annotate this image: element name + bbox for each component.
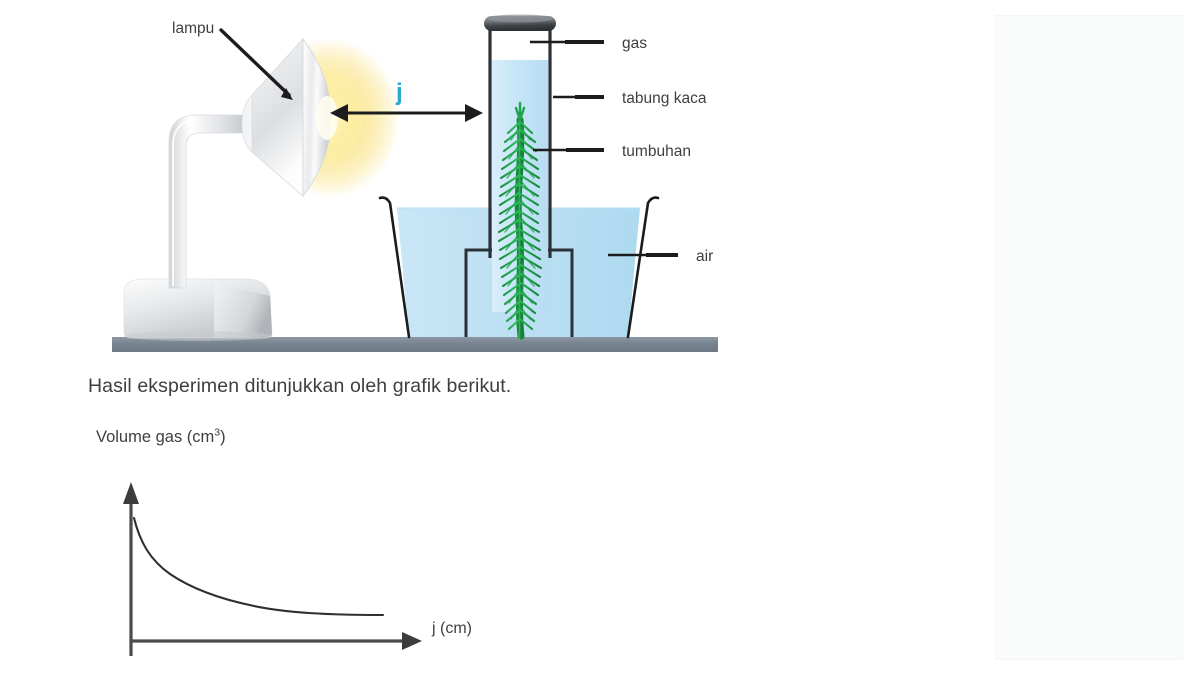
label-j-distance: j <box>395 79 403 106</box>
graph-curve <box>132 516 385 617</box>
experiment-caption: Hasil eksperimen ditunjukkan oleh grafik… <box>88 375 512 397</box>
lamp-arm <box>168 114 253 289</box>
experiment-diagram: lampu <box>0 0 800 365</box>
right-side-panel <box>995 15 1183 660</box>
label-tabung-kaca: tabung kaca <box>622 90 707 107</box>
graph-x-axis <box>131 632 422 650</box>
lamp-shade <box>241 37 338 198</box>
label-lampu: lampu <box>172 20 214 37</box>
graph-y-axis-label-main: Volume gas (cm <box>96 428 215 446</box>
graph-y-axis-label-tail: ) <box>220 428 226 446</box>
lampu-leader <box>219 28 293 100</box>
lamp-base <box>123 278 273 341</box>
graph-y-axis-label-sup: 3 <box>214 426 221 439</box>
callout-leaders <box>530 40 678 257</box>
label-air: air <box>696 248 713 265</box>
label-gas: gas <box>622 35 647 52</box>
graph-x-axis-label: j (cm) <box>432 620 472 637</box>
bench-surface <box>112 337 718 352</box>
graph-y-axis <box>123 482 139 656</box>
graph-canvas <box>123 482 422 656</box>
label-tumbuhan: tumbuhan <box>622 143 691 160</box>
aquatic-plant <box>497 101 543 340</box>
result-graph: Volume gas (cm3) j (cm) <box>88 426 558 663</box>
distance-arrow-j <box>330 104 483 122</box>
graph-y-axis-label: Volume gas (cm3) <box>96 426 226 447</box>
